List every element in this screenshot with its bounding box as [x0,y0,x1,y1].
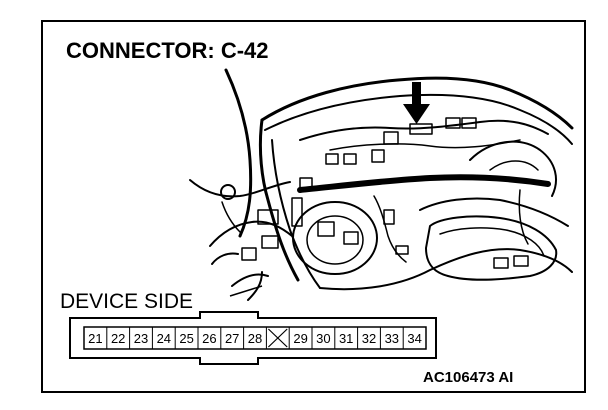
harness-drop [373,195,407,263]
connector-block-16 [299,177,313,189]
left-harness-7 [221,201,241,233]
connector-block-3 [371,149,385,163]
pin-number-29: 29 [293,331,307,346]
dashboard-left-side [258,118,300,282]
connector-block-6 [445,117,461,129]
left-harness-4 [211,252,239,265]
connector-block-13 [395,245,409,255]
left-harness-2 [189,179,291,198]
connector-block-4 [383,131,399,145]
left-harness-5 [231,273,269,287]
upper-harness [299,119,549,141]
connector-pin-row [83,326,427,350]
connector-block-18 [343,231,359,245]
pin-number-27: 27 [225,331,239,346]
pin-number-30: 30 [316,331,330,346]
main-harness [297,174,551,193]
pin-number-32: 32 [362,331,376,346]
harness-drop-2 [518,189,529,245]
glovebox-inner [439,227,545,257]
dashboard-top-edge [260,76,574,130]
connector-block-12 [383,209,395,225]
connector-block-5 [409,123,433,135]
pin-number-24: 24 [157,331,171,346]
connector-face: 21 22 23 24 25 26 27 28 29 30 31 32 33 34 [69,311,437,365]
pin-number-26: 26 [202,331,216,346]
connector-block-1 [325,153,339,165]
connector-block-10 [241,247,257,261]
diagram-border [41,20,586,393]
left-harness-3 [209,220,293,247]
connector-block-11 [291,197,303,227]
connector-block-8 [257,209,279,225]
steering-column [292,201,378,275]
pin-number-34: 34 [407,331,421,346]
glovebox-outline [425,215,558,281]
dashboard-lower-edge-2 [419,197,569,227]
upper-harness-2 [329,139,521,151]
cluster-dome [469,140,557,197]
pin-number-31: 31 [339,331,353,346]
cluster-dome-2 [489,160,539,171]
pin-number-33: 33 [385,331,399,346]
figure-reference-code: AC106473 AI [423,369,514,386]
connector-block-7 [461,117,477,129]
dashboard-top-edge-inner [264,93,573,145]
dashboard-lower-edge [319,248,573,291]
grommet [220,184,236,200]
connector-block-9 [261,235,279,249]
pin-number-21: 21 [88,331,102,346]
connector-block-14 [493,257,509,269]
steering-column-inner [306,215,364,265]
device-leader-line [229,285,263,297]
connector-block-2 [343,153,357,165]
pin-number-28: 28 [248,331,262,346]
pin-number-22: 22 [111,331,125,346]
pointer-arrow [403,82,430,124]
blank-pin-cross [267,328,288,348]
connector-title: CONNECTOR: C-42 [66,38,269,63]
left-harness-1 [224,68,253,238]
dashboard-illustration [189,68,574,301]
connector-block-15 [513,255,529,267]
pin-number-23: 23 [134,331,148,346]
connector-block-17 [317,221,335,237]
pin-number-25: 25 [179,331,193,346]
connector-shell [69,311,437,365]
dashboard-left-side-inner [271,139,321,289]
device-side-label: DEVICE SIDE [60,290,194,313]
